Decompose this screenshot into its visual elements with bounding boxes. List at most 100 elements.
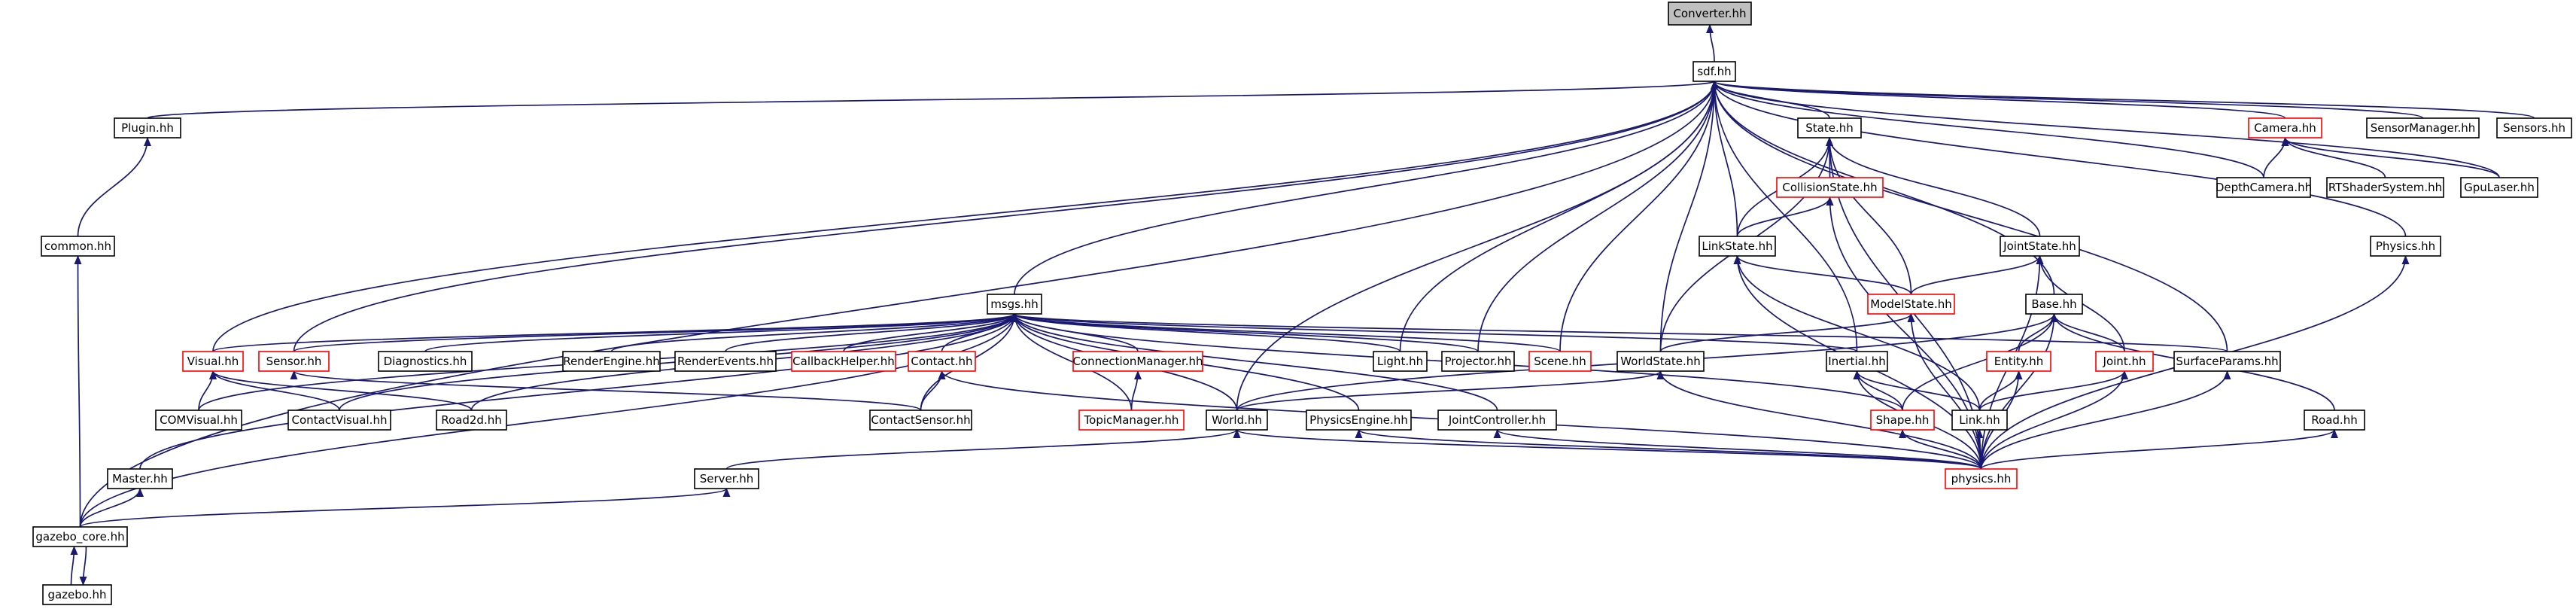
edge-link-to-linkstate xyxy=(1733,255,1981,411)
node-modelstate[interactable]: ModelState.hh xyxy=(1867,294,1955,315)
node-renderengine-label: RenderEngine.hh xyxy=(563,355,660,368)
node-linkstate-label: LinkState.hh xyxy=(1702,239,1772,253)
node-gazebocore-label: gazebo_core.hh xyxy=(35,530,124,544)
node-connectionmanager[interactable]: ConnectionManager.hh xyxy=(1072,351,1203,372)
edge-sdf-to-converter xyxy=(1706,24,1715,62)
node-link[interactable]: Link.hh xyxy=(1951,410,2008,431)
node-renderengine[interactable]: RenderEngine.hh xyxy=(562,351,661,372)
node-entity[interactable]: Entity.hh xyxy=(1986,351,2051,372)
node-msgs[interactable]: msgs.hh xyxy=(987,294,1042,315)
node-sensormanager[interactable]: SensorManager.hh xyxy=(2366,117,2480,139)
node-sensormanager-label: SensorManager.hh xyxy=(2371,121,2476,135)
node-linkstate[interactable]: LinkState.hh xyxy=(1699,236,1776,257)
node-gazebo[interactable]: gazebo.hh xyxy=(42,584,112,605)
edge-world-to-worldstate xyxy=(1236,370,1665,411)
node-renderevents[interactable]: RenderEvents.hh xyxy=(674,351,777,372)
node-topicmanager[interactable]: TopicManager.hh xyxy=(1078,410,1185,431)
edge-diagnostics-to-msgs xyxy=(424,313,1018,352)
node-contactsensor[interactable]: ContactSensor.hh xyxy=(869,410,972,431)
node-server-box xyxy=(694,468,759,489)
node-worldstate-label: WorldState.hh xyxy=(1620,355,1700,368)
node-sensor-label: Sensor.hh xyxy=(266,355,322,368)
node-physics[interactable]: physics.hh xyxy=(1945,468,2018,489)
node-diagnostics[interactable]: Diagnostics.hh xyxy=(378,351,473,372)
node-camera-label: Camera.hh xyxy=(2254,121,2316,135)
node-world[interactable]: World.hh xyxy=(1206,410,1268,431)
edge-contactsensor-to-sensor xyxy=(290,370,922,411)
edge-inertial-to-msgs xyxy=(1011,313,1858,352)
node-worldstate-box xyxy=(1616,351,1705,372)
node-joint[interactable]: Joint.hh xyxy=(2095,351,2154,372)
node-sensor[interactable]: Sensor.hh xyxy=(258,351,330,372)
node-sdf[interactable]: sdf.hh xyxy=(1692,61,1736,82)
edge-linkstate-to-sdf xyxy=(1711,81,1738,237)
edge-world-to-sdf xyxy=(1236,81,1718,411)
edge-physics-to-link xyxy=(1975,429,1984,470)
node-worldstate[interactable]: WorldState.hh xyxy=(1616,351,1705,372)
node-physicsmain-label: Physics.hh xyxy=(2376,239,2435,253)
node-road-box xyxy=(2304,410,2365,431)
node-sensors-box xyxy=(2496,117,2572,139)
node-scene[interactable]: Scene.hh xyxy=(1528,351,1592,372)
node-state[interactable]: State.hh xyxy=(1797,117,1862,139)
node-jointcontroller[interactable]: JointController.hh xyxy=(1437,410,1557,431)
node-sdf-label: sdf.hh xyxy=(1697,65,1731,78)
node-plugin[interactable]: Plugin.hh xyxy=(114,117,181,139)
node-road2d-label: Road2d.hh xyxy=(441,413,502,427)
node-visual[interactable]: Visual.hh xyxy=(182,351,244,372)
node-depthcamera[interactable]: DepthCamera.hh xyxy=(2216,177,2312,198)
node-collisionstate[interactable]: CollisionState.hh xyxy=(1776,177,1884,198)
node-gazebocore[interactable]: gazebo_core.hh xyxy=(32,526,128,547)
node-shape-label: Shape.hh xyxy=(1876,413,1930,427)
node-callbackhelper[interactable]: CallbackHelper.hh xyxy=(791,351,896,372)
node-base[interactable]: Base.hh xyxy=(2025,294,2083,315)
node-rtshader[interactable]: RTShaderSystem.hh xyxy=(2326,177,2444,198)
node-camera[interactable]: Camera.hh xyxy=(2248,117,2322,139)
node-contactvisual[interactable]: ContactVisual.hh xyxy=(287,410,391,431)
node-comvisual[interactable]: COMVisual.hh xyxy=(155,410,242,431)
node-depthcamera-label: DepthCamera.hh xyxy=(2216,181,2312,194)
edge-link-to-joint xyxy=(1978,370,2128,411)
node-projector[interactable]: Projector.hh xyxy=(1441,351,1515,372)
node-gpulaser[interactable]: GpuLaser.hh xyxy=(2460,177,2538,198)
node-comvisual-label: COMVisual.hh xyxy=(160,413,238,427)
node-shape[interactable]: Shape.hh xyxy=(1870,410,1935,431)
node-jointstate[interactable]: JointState.hh xyxy=(2000,236,2080,257)
node-joint-box xyxy=(2095,351,2154,372)
edge-plugin-to-sdf xyxy=(147,81,1717,119)
node-light[interactable]: Light.hh xyxy=(1373,351,1428,372)
node-base-box xyxy=(2025,294,2083,315)
edge-callbackhelper-to-msgs xyxy=(843,313,1018,352)
edge-surfaceparams-to-msgs xyxy=(1011,313,2228,352)
edge-modelstate-to-jointstate xyxy=(1910,255,2044,295)
node-gazebocore-box xyxy=(32,526,128,547)
node-converter[interactable]: Converter.hh xyxy=(1668,2,1752,26)
node-common[interactable]: common.hh xyxy=(41,236,115,257)
node-road[interactable]: Road.hh xyxy=(2304,410,2365,431)
node-jointcontroller-label: JointController.hh xyxy=(1448,413,1546,427)
edge-sensormanager-to-sdf xyxy=(1711,81,2424,119)
edge-msgs-to-sdf xyxy=(1014,81,1718,295)
node-visual-label: Visual.hh xyxy=(187,355,239,368)
node-renderevents-box xyxy=(674,351,777,372)
node-server-label: Server.hh xyxy=(700,472,754,486)
node-jointstate-label: JointState.hh xyxy=(2003,239,2076,253)
node-contact[interactable]: Contact.hh xyxy=(908,351,976,372)
node-master[interactable]: Master.hh xyxy=(107,468,173,489)
node-surfaceparams[interactable]: SurfaceParams.hh xyxy=(2173,351,2281,372)
node-server[interactable]: Server.hh xyxy=(694,468,759,489)
node-inertial[interactable]: Inertial.hh xyxy=(1826,351,1888,372)
node-physicsengine[interactable]: PhysicsEngine.hh xyxy=(1306,410,1412,431)
node-renderevents-label: RenderEvents.hh xyxy=(677,355,774,368)
node-joint-label: Joint.hh xyxy=(2103,355,2146,368)
node-rtshader-box xyxy=(2326,177,2444,198)
node-physicsengine-box xyxy=(1306,410,1412,431)
node-scene-box xyxy=(1528,351,1592,372)
node-world-label: World.hh xyxy=(1212,413,1262,427)
node-diagnostics-box xyxy=(378,351,473,372)
node-road2d[interactable]: Road2d.hh xyxy=(436,410,507,431)
node-physicsmain[interactable]: Physics.hh xyxy=(2370,236,2441,257)
edge-gazebocore-to-common xyxy=(74,255,82,528)
node-sensors[interactable]: Sensors.hh xyxy=(2496,117,2572,139)
node-converter-label: Converter.hh xyxy=(1673,7,1746,20)
